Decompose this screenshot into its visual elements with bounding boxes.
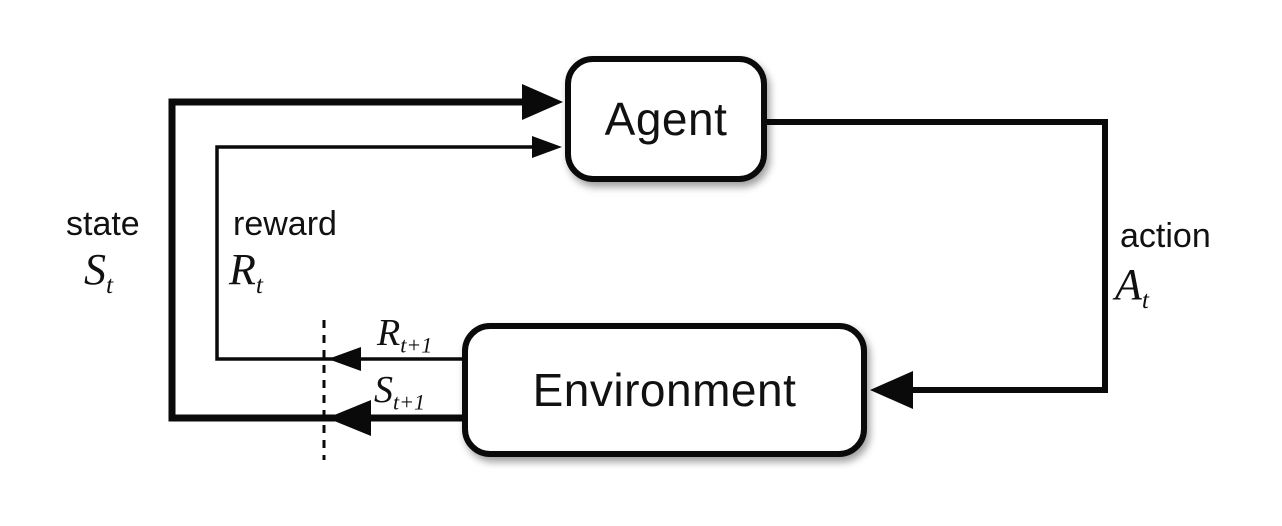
action-flow-line (767, 119, 1108, 393)
next-reward-subscript: t+1 (400, 332, 433, 358)
state-symbol: St (84, 245, 114, 299)
agent-box: Agent (565, 56, 767, 182)
state-into-agent-arrowhead (522, 84, 563, 120)
next-reward-symbol: Rt+1 (377, 312, 433, 358)
next-state-symbol: St+1 (374, 369, 426, 415)
reward-label: reward (233, 205, 337, 243)
reward-into-agent-arrowhead (532, 136, 562, 158)
state-label: state (66, 205, 140, 243)
reward-subscript: t (255, 269, 263, 299)
next-reward-arrowhead (328, 347, 361, 371)
action-into-environment-arrowhead (870, 371, 913, 409)
action-label: action (1120, 217, 1211, 255)
action-symbol: At (1115, 260, 1149, 314)
environment-label: Environment (532, 364, 797, 416)
next-state-arrowhead (327, 400, 371, 436)
environment-box: Environment (462, 323, 867, 457)
next-state-subscript: t+1 (393, 389, 426, 415)
state-flow-line (168, 98, 548, 422)
action-subscript: t (1141, 284, 1149, 314)
state-subscript: t (106, 269, 114, 299)
reward-symbol: Rt (229, 245, 263, 299)
agent-label: Agent (604, 93, 728, 145)
